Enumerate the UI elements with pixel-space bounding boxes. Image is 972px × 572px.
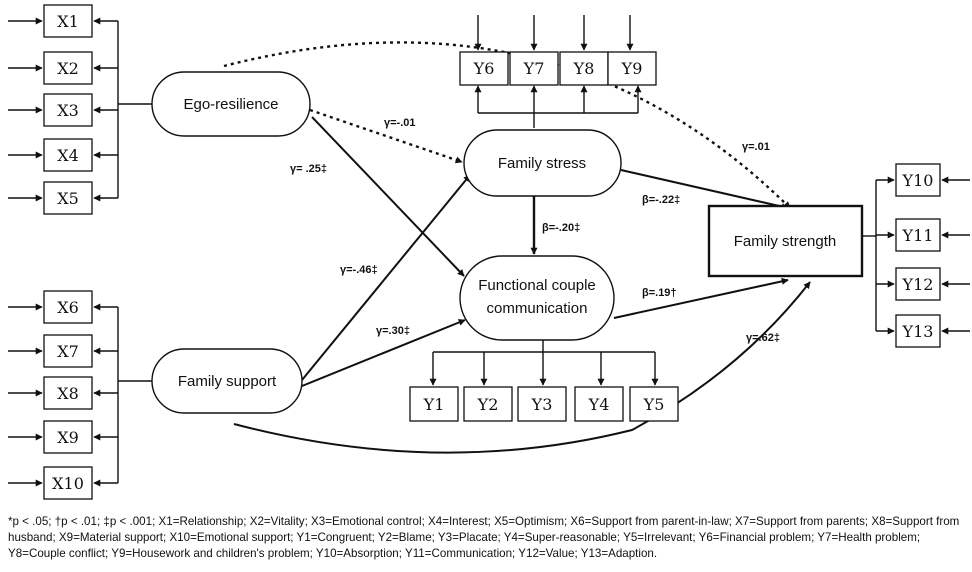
latent-functional-couple-communication (459, 255, 615, 341)
path-ego-stress (309, 108, 463, 164)
footnote: *p < .05; †p < .01; ‡p < .001; X1=Relati… (8, 515, 960, 560)
indicator-x3-label: X3 (57, 101, 79, 120)
indicator-y10-label: Y10 (902, 171, 934, 190)
indicator-x4-label: X4 (57, 146, 79, 165)
indicator-y1 (409, 386, 459, 422)
indicator-x6 (43, 290, 93, 324)
indicator-y4-label: Y4 (588, 395, 610, 414)
family-stress-label: Family stress (498, 155, 586, 172)
coef-support-stress: γ=-.46‡ (340, 264, 378, 276)
indicator-y2-label: Y2 (477, 395, 499, 414)
indicator-y8 (559, 51, 609, 86)
coef-ego-stress: γ=-.01 (384, 117, 416, 129)
coef-stress-strength: β=-.22‡ (642, 194, 680, 206)
indicator-y10 (895, 163, 941, 197)
latent-family-strength (707, 204, 864, 278)
indicator-y4 (574, 386, 624, 422)
communication-indicators-links (429, 340, 659, 386)
indicator-y11 (895, 218, 941, 252)
path-comm-strength (613, 277, 789, 319)
path-ego-comm (311, 116, 465, 277)
indicator-x10 (43, 466, 93, 500)
indicator-x2 (43, 51, 93, 85)
indicator-y7-label: Y7 (523, 59, 545, 78)
latent-family-stress (463, 129, 622, 197)
indicator-y11-label: Y11 (902, 226, 934, 245)
ego-resilience-label: Ego-resilience (183, 96, 278, 113)
path-diagram: X1 X2 X3 X4 X5 X6 X7 X8 X9 X10 Y6 Y7 Y8 … (8, 4, 970, 500)
strength-indicators-links (862, 176, 970, 335)
indicator-x9-label: X9 (57, 428, 79, 447)
family-strength-label: Family strength (734, 233, 837, 250)
path-support-strength (233, 281, 811, 454)
coef-support-comm: γ=.30‡ (376, 325, 410, 337)
indicator-y6 (459, 51, 509, 86)
coef-ego-strength: γ=.01 (742, 141, 770, 153)
indicator-y3-label: Y3 (531, 395, 553, 414)
coef-comm-strength: β=.19† (642, 287, 677, 299)
indicator-y12 (895, 267, 941, 301)
coef-support-strength: γ=.62‡ (746, 332, 780, 344)
indicator-x3 (43, 93, 93, 127)
path-support-comm (301, 319, 466, 387)
indicator-x8 (43, 376, 93, 410)
communication-label-line1: Functional couple (478, 277, 596, 294)
indicator-y8-label: Y8 (573, 59, 595, 78)
indicator-y5-label: Y5 (643, 395, 665, 414)
indicator-y2 (463, 386, 513, 422)
indicator-y5 (629, 386, 679, 422)
indicator-x5-label: X5 (57, 189, 79, 208)
latent-ego-resilience (151, 71, 311, 137)
indicator-x9 (43, 420, 93, 454)
indicator-y13 (895, 314, 941, 348)
indicator-y12-label: Y12 (902, 275, 934, 294)
indicator-x6-label: X6 (57, 298, 79, 317)
indicator-x8-label: X8 (57, 384, 79, 403)
family-support-label: Family support (178, 373, 277, 390)
stress-indicators-links (474, 15, 642, 128)
indicator-y7 (509, 51, 559, 86)
indicator-x1 (43, 4, 93, 38)
coef-stress-comm: β=-.20‡ (542, 222, 580, 234)
indicator-x5 (43, 181, 93, 215)
latent-family-support (151, 348, 303, 414)
indicator-y3 (517, 386, 567, 422)
indicator-y9 (607, 51, 657, 86)
indicator-x1-label: X1 (57, 12, 79, 31)
indicator-x2-label: X2 (57, 59, 79, 78)
indicator-y6-label: Y6 (473, 59, 495, 78)
indicator-x7-label: X7 (57, 342, 79, 361)
communication-label-line2: communication (487, 300, 588, 317)
path-stress-strength (620, 169, 789, 211)
coef-ego-comm: γ= .25‡ (290, 163, 327, 175)
support-indicators-links (8, 303, 152, 487)
indicator-y13-label: Y13 (902, 322, 934, 341)
path-support-stress (301, 174, 471, 381)
ego-indicators-links (8, 17, 152, 202)
indicator-y1-label: Y1 (423, 395, 445, 414)
indicator-x7 (43, 334, 93, 368)
indicator-y9-label: Y9 (621, 59, 643, 78)
indicator-x10-label: X10 (52, 474, 84, 493)
indicator-x4 (43, 138, 93, 172)
